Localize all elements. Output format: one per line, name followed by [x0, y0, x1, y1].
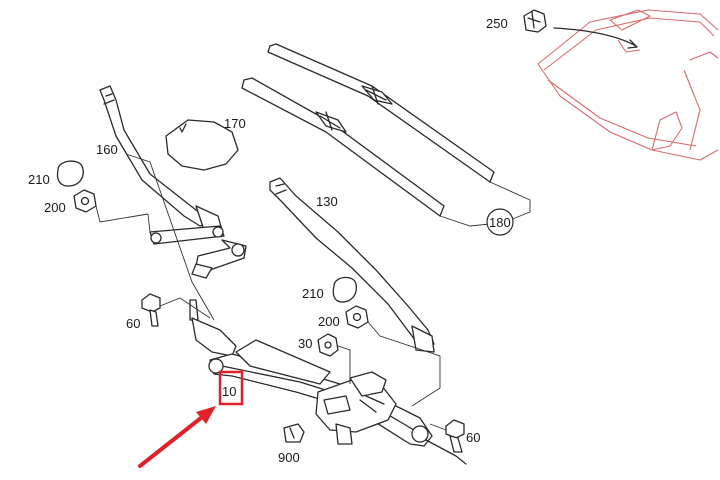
- part-900-connector: [283, 423, 305, 443]
- part-170-cover: [165, 119, 239, 171]
- label-part-130: 130: [316, 194, 338, 209]
- label-part-180: 180: [489, 215, 511, 230]
- label-part-210-left: 210: [28, 172, 50, 187]
- wiper-blade-lower: [241, 77, 445, 217]
- part-30-nut: [317, 333, 339, 357]
- part-60-bolt-right: [445, 419, 465, 453]
- car-windshield-outline: [537, 9, 719, 161]
- leader-200-left: [95, 205, 149, 223]
- leader-160: [125, 153, 215, 321]
- leader-30: [337, 345, 351, 384]
- leader-60-left: [159, 297, 211, 319]
- label-part-30: 30: [298, 336, 312, 351]
- wiper-arm-160: [99, 85, 223, 231]
- arrow-250-to-windshield: [553, 27, 637, 47]
- leader-200-right: [367, 321, 441, 407]
- label-part-160: 160: [96, 142, 118, 157]
- label-part-60-left: 60: [126, 316, 140, 331]
- label-part-170: 170: [224, 116, 246, 131]
- label-part-210-right: 210: [302, 286, 324, 301]
- wiper-motor: [315, 371, 397, 445]
- arrow-250-head: [627, 39, 638, 49]
- leader-180: [439, 181, 531, 227]
- label-part-10: 10: [222, 384, 236, 399]
- part-180-callout: [486, 208, 514, 236]
- part-200-nut-right: [345, 305, 369, 329]
- wiper-blade-upper: [267, 43, 495, 183]
- label-part-900: 900: [278, 450, 300, 465]
- leader-200-left-b: [147, 213, 151, 233]
- part-250-clip: [523, 9, 547, 33]
- part-60-bolt-left: [141, 293, 161, 327]
- part-200-nut-left: [73, 189, 97, 213]
- leader-60-right: [429, 423, 447, 431]
- highlight-box-part-10: [218, 370, 244, 406]
- part-210-cap-right: [332, 276, 358, 303]
- part-210-cap-left: [56, 160, 84, 187]
- label-part-60-right: 60: [466, 430, 480, 445]
- red-pointer-arrow: [138, 406, 216, 468]
- label-part-250: 250: [486, 16, 508, 31]
- label-part-200-left: 200: [44, 200, 66, 215]
- wiper-linkage-frame: [149, 225, 467, 465]
- wiper-arm-130: [269, 177, 435, 353]
- label-part-200-right: 200: [318, 314, 340, 329]
